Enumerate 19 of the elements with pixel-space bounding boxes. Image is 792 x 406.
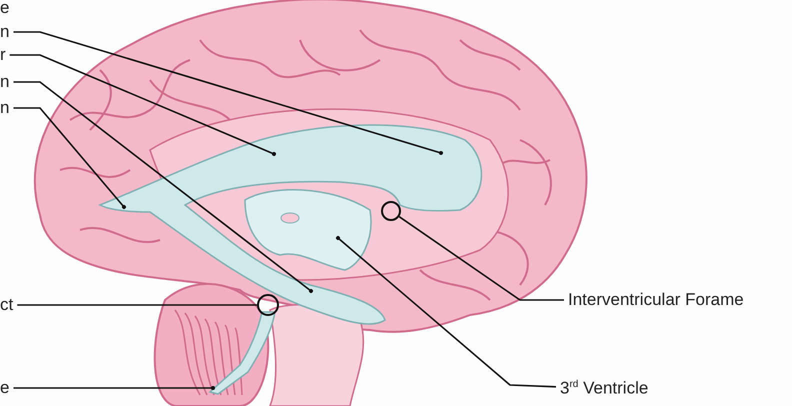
callout-label: e bbox=[0, 378, 10, 398]
callout-label: 3$^{rd}$ Ventricle bbox=[560, 375, 648, 399]
callout-label: n bbox=[0, 72, 10, 92]
leader-line bbox=[17, 304, 257, 306]
callout-label: Interventricular Forame bbox=[568, 290, 744, 310]
leader-line bbox=[13, 386, 215, 390]
leader-line bbox=[13, 81, 313, 293]
leader-line bbox=[10, 54, 276, 156]
leader-line bbox=[13, 31, 443, 155]
callout-label: n bbox=[0, 22, 10, 42]
callout-label: e bbox=[0, 0, 10, 18]
highlight-ring bbox=[381, 201, 401, 221]
callout-label: ct bbox=[0, 295, 14, 315]
highlight-ring bbox=[257, 294, 279, 316]
leader-line bbox=[398, 216, 564, 301]
leader-line bbox=[13, 107, 126, 209]
callout-label: n bbox=[0, 98, 10, 118]
leader-line bbox=[336, 236, 556, 388]
callout-label: r bbox=[0, 45, 6, 65]
